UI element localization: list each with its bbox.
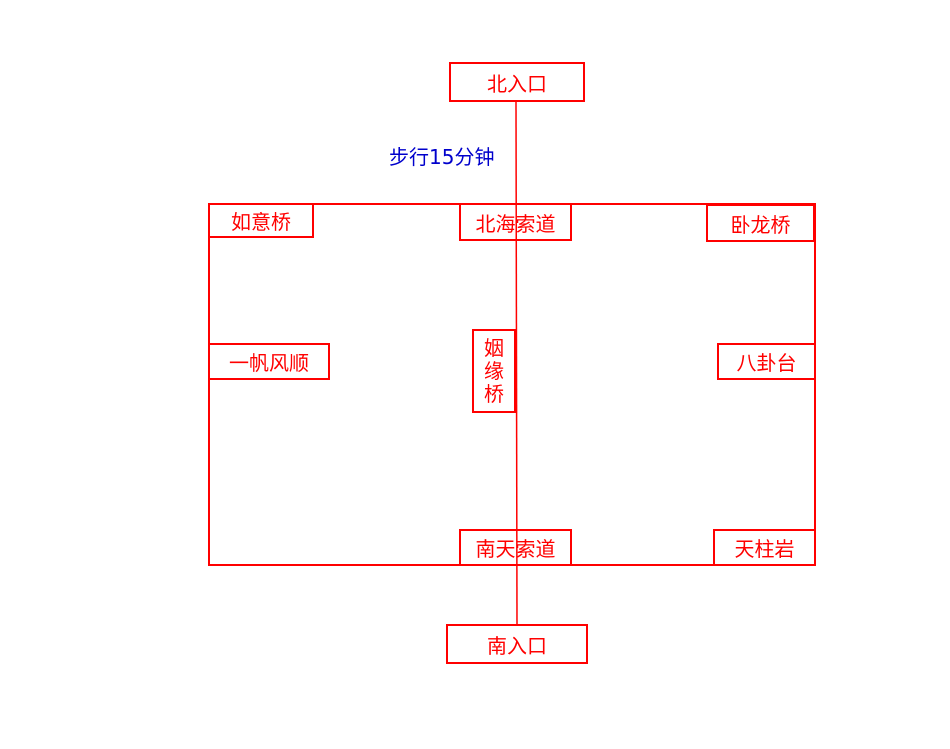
spot-yinyuan-bridge: 姻 缘 桥 bbox=[472, 329, 516, 413]
south-entrance: 南入口 bbox=[446, 624, 588, 664]
walk-time-label: 步行15分钟 bbox=[389, 145, 495, 169]
spot-yifan-fengshun: 一帆风顺 bbox=[208, 343, 330, 380]
north-entrance: 北入口 bbox=[449, 62, 585, 102]
spot-wolong-bridge: 卧龙桥 bbox=[706, 204, 815, 242]
spot-bagua-terrace: 八卦台 bbox=[717, 343, 816, 380]
spot-tianzhu-rock: 天柱岩 bbox=[713, 529, 816, 566]
char: 姻 bbox=[484, 335, 504, 360]
spot-nantian-cableway: 南天索道 bbox=[459, 529, 572, 566]
char: 桥 bbox=[484, 381, 504, 406]
spot-ruyi-bridge: 如意桥 bbox=[208, 203, 314, 238]
spot-beihai-cableway: 北海索道 bbox=[459, 203, 572, 241]
char: 缘 bbox=[484, 358, 504, 383]
